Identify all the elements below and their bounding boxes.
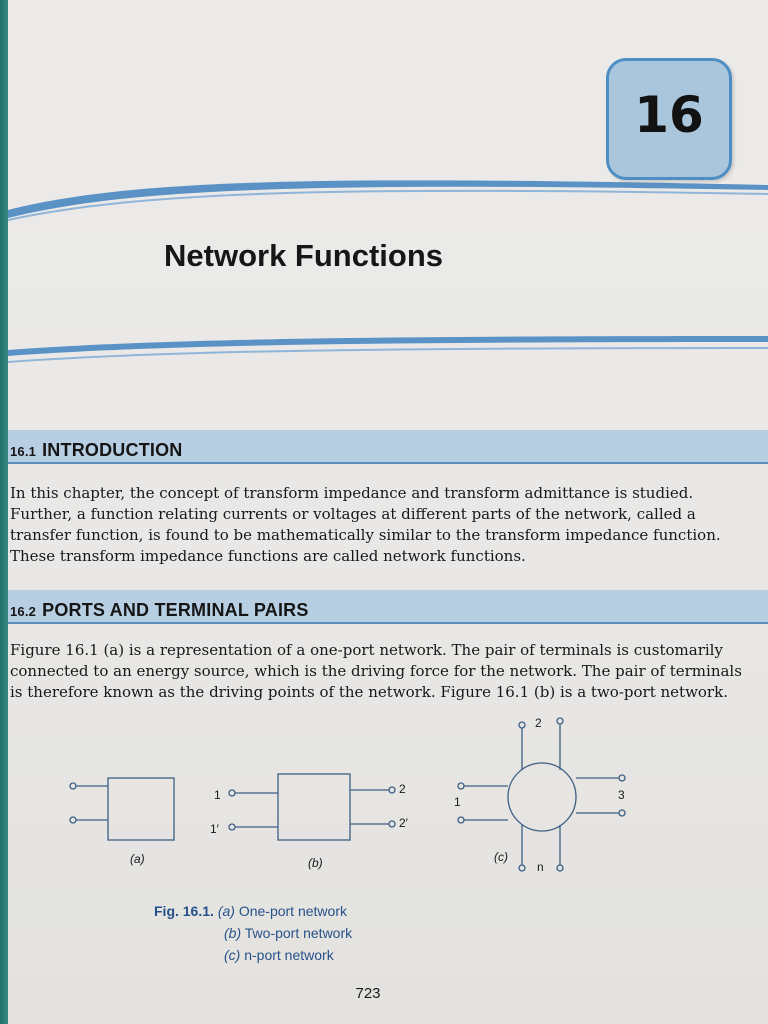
chapter-title: Network Functions bbox=[164, 238, 444, 273]
section-heading-ports: 16.2 PORTS AND TERMINAL PAIRS bbox=[10, 600, 309, 621]
text-line: In this chapter, the concept of transfor… bbox=[10, 484, 694, 502]
subfigure-label-b: (b) bbox=[308, 856, 323, 870]
introduction-paragraph: In this chapter, the concept of transfor… bbox=[10, 483, 736, 567]
one-port-box bbox=[107, 777, 175, 841]
terminal-label: 1 bbox=[454, 795, 461, 809]
section-number: 16.2 bbox=[10, 604, 37, 619]
section-heading-introduction: 16.1 INTRODUCTION bbox=[10, 440, 183, 461]
terminal-label: 3 bbox=[618, 788, 625, 802]
terminal-node bbox=[388, 820, 396, 828]
chapter-number-badge bbox=[606, 58, 732, 180]
book-page: 16 Network Functions 16.1 INTRODUCTION In… bbox=[8, 0, 768, 1024]
figure-caption: Fig. 16.1. (a) One-port network (b) Two-… bbox=[154, 900, 484, 966]
terminal-node bbox=[228, 823, 236, 831]
text-line: Further, a function relating currents or… bbox=[10, 505, 696, 523]
terminal-label: 1′ bbox=[210, 822, 219, 836]
terminal-label: 2 bbox=[399, 782, 406, 796]
section-heading-bar bbox=[8, 590, 768, 624]
terminal-node bbox=[556, 717, 564, 725]
two-port-box bbox=[277, 773, 351, 841]
caption-line: (c) n-port network bbox=[224, 947, 334, 963]
terminal-node bbox=[457, 816, 465, 824]
terminal-node bbox=[518, 864, 526, 872]
terminal-label: 2 bbox=[535, 716, 542, 730]
terminal-node bbox=[457, 782, 465, 790]
n-port-circle bbox=[507, 762, 577, 832]
text-line: is therefore known as the driving points… bbox=[10, 683, 728, 701]
caption-line: (b) Two-port network bbox=[224, 925, 353, 941]
chapter-number: 16 bbox=[634, 86, 704, 144]
ports-paragraph: Figure 16.1 (a) is a representation of a… bbox=[10, 640, 742, 703]
terminal-label: 1 bbox=[214, 788, 221, 802]
terminal-node bbox=[388, 786, 396, 794]
text-line: These transform impedance functions are … bbox=[10, 547, 526, 565]
terminal-node bbox=[618, 809, 626, 817]
section-title: INTRODUCTION bbox=[42, 440, 183, 460]
header-decoration bbox=[8, 180, 768, 363]
caption-line: Fig. 16.1. (a) One-port network bbox=[154, 903, 347, 919]
figure-16-1-diagrams bbox=[69, 717, 626, 872]
text-line: connected to an energy source, which is … bbox=[10, 662, 742, 680]
book-spine-edge bbox=[0, 0, 8, 1024]
text-line: Figure 16.1 (a) is a representation of a… bbox=[10, 641, 723, 659]
terminal-node bbox=[518, 721, 526, 729]
terminal-node bbox=[69, 782, 77, 790]
terminal-node bbox=[556, 864, 564, 872]
terminal-node bbox=[618, 774, 626, 782]
terminal-node bbox=[228, 789, 236, 797]
subfigure-label-c: (c) bbox=[494, 850, 508, 864]
terminal-label: 2′ bbox=[399, 816, 408, 830]
section-number: 16.1 bbox=[10, 444, 37, 459]
terminal-label: n bbox=[537, 860, 544, 874]
page-number: 723 bbox=[355, 985, 381, 1002]
section-title: PORTS AND TERMINAL PAIRS bbox=[42, 600, 309, 620]
section-heading-bar bbox=[8, 430, 768, 464]
text-line: transfer function, is found to be mathem… bbox=[10, 526, 721, 544]
subfigure-label-a: (a) bbox=[130, 852, 145, 866]
terminal-node bbox=[69, 816, 77, 824]
